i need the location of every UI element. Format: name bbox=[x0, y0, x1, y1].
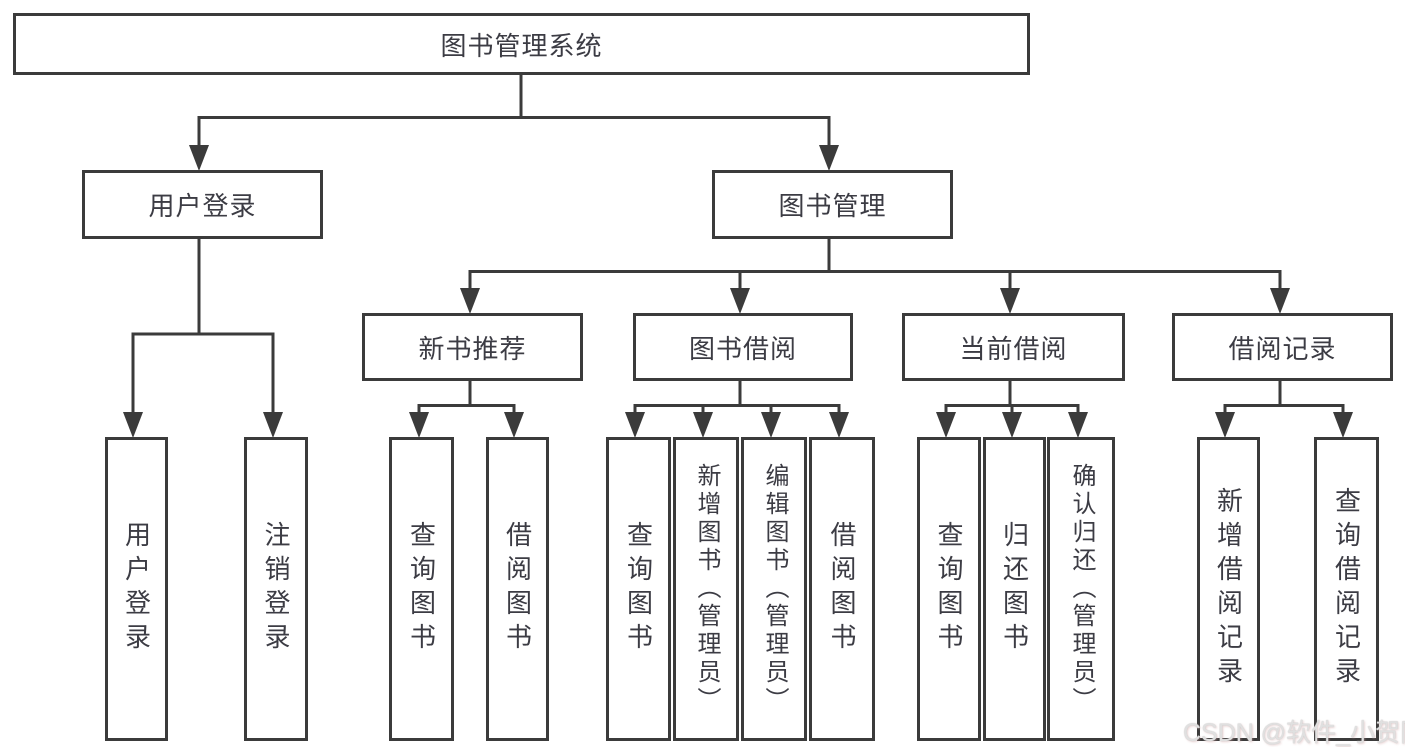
leaf-borrow-edit-book-admin-label: 编辑图书（管理员） bbox=[761, 463, 788, 715]
node-book-management: 图书管理 bbox=[712, 170, 953, 239]
arrow-down-icon bbox=[1002, 412, 1022, 438]
leaf-borrow-borrow-books: 借阅图书 bbox=[809, 437, 875, 741]
leaf-current-return-books: 归还图书 bbox=[983, 437, 1046, 741]
leaf-current-confirm-return-admin-label: 确认归还（管理员） bbox=[1068, 463, 1095, 715]
leaf-logout-label: 注销登录 bbox=[261, 521, 291, 657]
leaf-borrow-query-books: 查询图书 bbox=[606, 437, 671, 741]
arrow-down-icon bbox=[625, 412, 645, 438]
arrow-down-icon bbox=[409, 412, 429, 438]
node-user-login: 用户登录 bbox=[82, 170, 323, 239]
leaf-user-login: 用户登录 bbox=[105, 437, 168, 741]
node-borrow-records: 借阅记录 bbox=[1172, 313, 1393, 381]
arrow-down-icon bbox=[1068, 412, 1088, 438]
leaf-borrow-add-book-admin-label: 新增图书（管理员） bbox=[693, 463, 720, 715]
arrow-down-icon bbox=[123, 412, 143, 438]
arrow-down-icon bbox=[504, 412, 524, 438]
edge-user-login-children bbox=[123, 233, 283, 438]
leaf-recommend-borrow-books-label: 借阅图书 bbox=[502, 521, 533, 657]
node-new-book-recommend-label: 新书推荐 bbox=[418, 333, 527, 364]
node-borrow-records-label: 借阅记录 bbox=[1228, 333, 1337, 364]
arrow-down-icon bbox=[819, 145, 839, 171]
node-root-label: 图书管理系统 bbox=[440, 30, 603, 61]
edge-book-borrow-children bbox=[625, 375, 849, 438]
leaf-borrow-edit-book-admin: 编辑图书（管理员） bbox=[741, 437, 807, 741]
arrow-down-icon bbox=[761, 412, 781, 438]
arrow-down-icon bbox=[1270, 288, 1290, 314]
edge-current-borrow-children bbox=[936, 375, 1088, 438]
csdn-watermark: CSDN @软件_小贺同学 bbox=[1183, 719, 1405, 747]
edge-borrow-records-children bbox=[1215, 375, 1353, 438]
node-root-system: 图书管理系统 bbox=[13, 13, 1030, 75]
leaf-current-return-books-label: 归还图书 bbox=[999, 521, 1030, 657]
leaf-user-login-label: 用户登录 bbox=[121, 521, 152, 657]
node-book-borrow-label: 图书借阅 bbox=[688, 333, 797, 364]
arrow-down-icon bbox=[460, 288, 480, 314]
leaf-recommend-query-books-label: 查询图书 bbox=[406, 521, 437, 657]
node-book-borrow: 图书借阅 bbox=[633, 313, 853, 381]
leaf-records-add-record: 新增借阅记录 bbox=[1197, 437, 1260, 741]
arrow-down-icon bbox=[829, 412, 849, 438]
arrow-down-icon bbox=[730, 288, 750, 314]
arrow-down-icon bbox=[936, 412, 956, 438]
leaf-recommend-borrow-books: 借阅图书 bbox=[486, 437, 549, 741]
leaf-current-confirm-return-admin: 确认归还（管理员） bbox=[1047, 437, 1115, 741]
arrow-down-icon bbox=[189, 145, 209, 171]
arrow-down-icon bbox=[1333, 412, 1353, 438]
leaf-records-query-record: 查询借阅记录 bbox=[1314, 437, 1379, 741]
leaf-logout: 注销登录 bbox=[244, 437, 308, 741]
edge-book-management-children bbox=[460, 233, 1290, 314]
arrow-down-icon bbox=[1215, 412, 1235, 438]
arrow-down-icon bbox=[263, 412, 283, 438]
leaf-borrow-add-book-admin: 新增图书（管理员） bbox=[673, 437, 739, 741]
node-user-login-label: 用户登录 bbox=[148, 191, 257, 221]
node-book-management-label: 图书管理 bbox=[778, 191, 887, 221]
leaf-records-add-record-label: 新增借阅记录 bbox=[1213, 487, 1244, 691]
leaf-records-query-record-label: 查询借阅记录 bbox=[1331, 487, 1362, 691]
arrow-down-icon bbox=[1000, 288, 1020, 314]
leaf-recommend-query-books: 查询图书 bbox=[389, 437, 454, 741]
arrow-down-icon bbox=[693, 412, 713, 438]
leaf-borrow-borrow-books-label: 借阅图书 bbox=[827, 521, 857, 657]
leaf-current-query-books-label: 查询图书 bbox=[934, 521, 964, 657]
edge-root-to-level2 bbox=[189, 69, 839, 171]
edge-new-book-recommend-children bbox=[409, 375, 524, 438]
node-current-borrow: 当前借阅 bbox=[902, 313, 1125, 381]
leaf-current-query-books: 查询图书 bbox=[917, 437, 981, 741]
node-new-book-recommend: 新书推荐 bbox=[362, 313, 583, 381]
node-current-borrow-label: 当前借阅 bbox=[959, 333, 1068, 364]
leaf-borrow-query-books-label: 查询图书 bbox=[623, 521, 654, 657]
